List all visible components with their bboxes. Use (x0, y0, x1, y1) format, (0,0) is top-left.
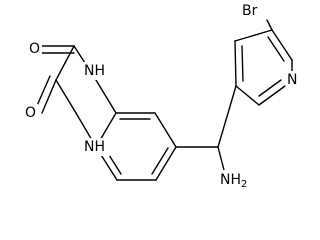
amine-label-bg (218, 170, 252, 190)
bond-c2-o (41, 79, 57, 114)
bond-pyr-ch (217, 85, 237, 148)
bond-benzo-c7-c6 (155, 146, 177, 181)
bond-pyr-n-c6 (258, 85, 286, 106)
upper-ring-nh-label: NH (84, 63, 105, 79)
atom-labels: Br N NH2 NH NH O O (24, 2, 300, 190)
chemical-structure-diagram: Br N NH2 NH NH O O (24, 2, 300, 190)
bond-pyr-n-c6-double (258, 79, 282, 97)
bond-pyr-c3-c4-double (267, 36, 285, 62)
bromine-label-bg (240, 2, 264, 20)
lower-nh-label-bg (82, 138, 110, 156)
lower-ring-nh-label: NH (84, 139, 105, 155)
bond-pyr-c3-c4 (271, 29, 293, 61)
bond-c4a-n4 (95, 79, 117, 114)
lower-oxygen-label-bg (24, 104, 38, 122)
lower-carbonyl-oxygen-label: O (25, 105, 36, 121)
pyridine-nitrogen-label: N (287, 72, 297, 88)
bond-c2-n1 (55, 79, 77, 114)
amine-label: NH2 (220, 172, 247, 190)
bond-benzo-c7-c6-double (151, 147, 169, 175)
bond-pyr-c2-c3 (234, 29, 273, 42)
bond-ch-nh2 (217, 146, 225, 171)
bond-benzo-c6-c5 (154, 112, 177, 148)
upper-nh-label-bg (82, 62, 110, 80)
upper-carbonyl-oxygen-label: O (29, 41, 40, 57)
upper-oxygen-label-bg (28, 40, 42, 58)
pyridine-nitrogen-label-bg (286, 71, 300, 89)
bond-pyr-c1-c2 (234, 40, 237, 87)
bond-pyr-c1-c2-double (241, 45, 244, 82)
amine-nh: NH (220, 172, 241, 188)
bond-c2-o-double (35, 75, 51, 109)
amine-subscript: 2 (241, 179, 247, 190)
bonds (35, 19, 293, 181)
bromine-label: Br (242, 3, 258, 19)
bond-c3-br (266, 19, 273, 31)
bond-c3-c2 (55, 45, 75, 81)
bond-pyr-c6-c1 (235, 85, 260, 106)
